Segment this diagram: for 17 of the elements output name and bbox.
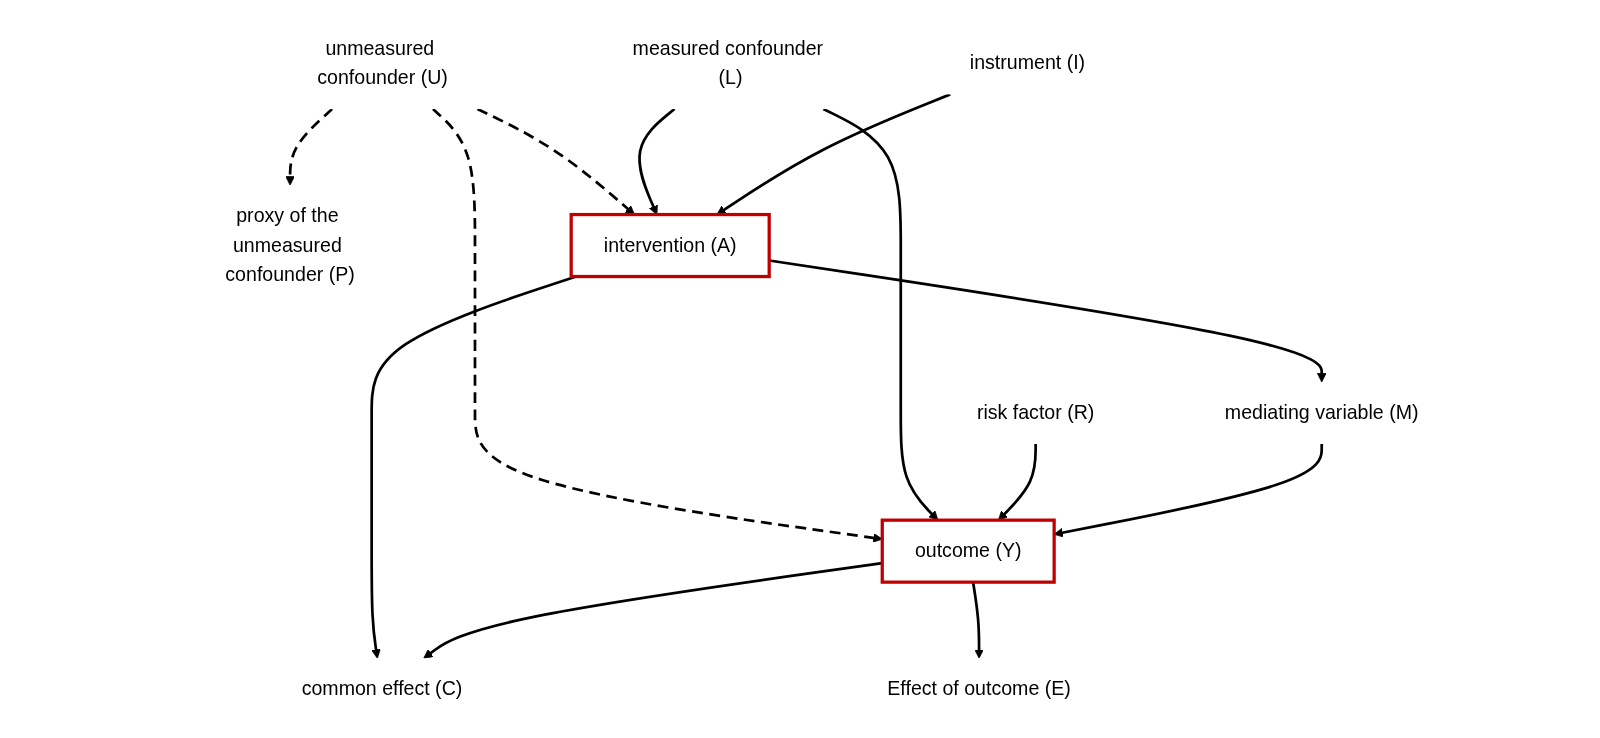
node-text: Effect of outcome (E) <box>887 677 1071 700</box>
node-text: unmeasured confounder (U) <box>317 37 448 89</box>
node-text: measured confounder (L) <box>632 37 824 89</box>
node-text: instrument (I) <box>969 51 1086 74</box>
node-text: common effect (C) <box>301 677 463 700</box>
arrow <box>476 107 635 215</box>
arrow <box>716 93 951 215</box>
node-text: risk factor (R) <box>976 401 1095 424</box>
arrow <box>822 107 939 521</box>
node-text: proxy of the unmeasured confounder (P) <box>225 204 355 286</box>
arrow <box>998 444 1038 521</box>
node-box: intervention (A) <box>569 212 771 279</box>
arrow <box>370 275 577 659</box>
node-text: mediating variable (M) <box>1224 401 1419 424</box>
arrow <box>285 108 334 186</box>
node-box: outcome (Y) <box>880 518 1056 584</box>
arrow <box>638 108 676 215</box>
